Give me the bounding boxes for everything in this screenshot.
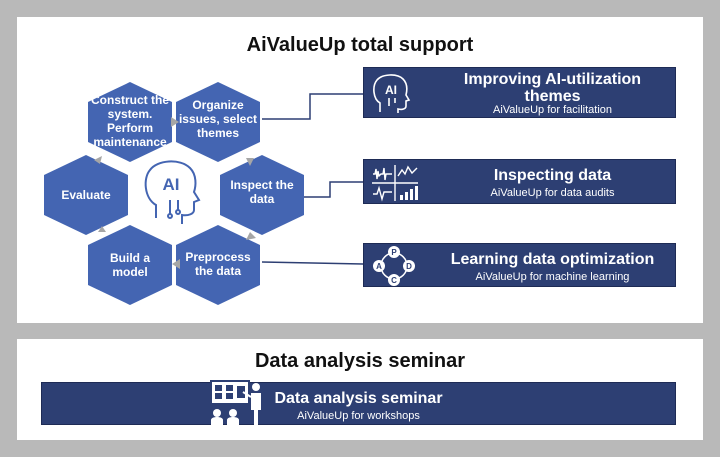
cycle-label-build: Build a model [109, 251, 150, 279]
service-title: Learning data optimization [450, 251, 655, 268]
service-subtitle: AiValueUp for facilitation [492, 104, 613, 116]
cycle-label-construct: Construct the system. Perform maintenanc… [91, 93, 169, 149]
ai-head-icon [144, 160, 201, 224]
cycle-arrow [246, 232, 256, 240]
hexagon-construct [88, 82, 172, 162]
data-charts-icon [372, 165, 418, 202]
seminar-service-title: Data analysis seminar [274, 390, 443, 407]
cycle-arrow [172, 259, 180, 269]
service-box-ai-utilization: AI Improving AI-utilization themes AiVal… [363, 67, 676, 118]
pdca-letter-p: P [391, 248, 397, 257]
cycle-label-inspect: Inspect the data [230, 178, 294, 206]
service-box-seminar: Data analysis seminar AiValueUp for work… [41, 382, 676, 425]
service-title: Improving AI-utilization themes [463, 71, 642, 105]
service-title: Inspecting data [493, 167, 612, 184]
pdca-letter-d: D [406, 262, 412, 271]
service-box-learning-data: P D C A Learning data optimization AiVal… [363, 243, 676, 287]
cycle-label-organize: Organize issues, select themes [178, 98, 258, 140]
seminar-service-subtitle: AiValueUp for workshops [297, 410, 420, 422]
pdca-letter-c: C [391, 276, 397, 285]
pdca-letter-a: A [376, 262, 382, 271]
hexagon-evaluate [44, 155, 128, 235]
cycle-label-preprocess: Preprocess the data [185, 250, 251, 278]
hexagon-organize [176, 82, 260, 162]
center-ai-text: AI [163, 175, 180, 194]
seminar-section-title: Data analysis seminar [254, 350, 466, 372]
connector-line [262, 93, 363, 120]
icon-ai-text: AI [385, 83, 397, 97]
service-subtitle: AiValueUp for machine learning [475, 271, 630, 283]
cycle-label-evaluate: Evaluate [61, 188, 111, 202]
service-box-inspecting-data: Inspecting data AiValueUp for data audit… [363, 159, 676, 204]
service-subtitle: AiValueUp for data audits [490, 187, 615, 199]
connector-line [302, 181, 363, 198]
cycle-arrow [94, 156, 102, 164]
presentation-icon [210, 380, 261, 426]
cycle-arrow [246, 158, 254, 166]
hexagon-preprocess [176, 225, 260, 305]
pdca-cycle-icon: P D C A [373, 246, 415, 286]
hexagon-inspect [220, 155, 304, 235]
cycle-arrow [98, 226, 106, 232]
section-title: AiValueUp total support [246, 34, 474, 56]
cycle-arrow [171, 117, 179, 127]
hexagon-build [88, 225, 172, 305]
ai-head-icon: AI [373, 74, 411, 113]
connector-line [261, 261, 364, 265]
